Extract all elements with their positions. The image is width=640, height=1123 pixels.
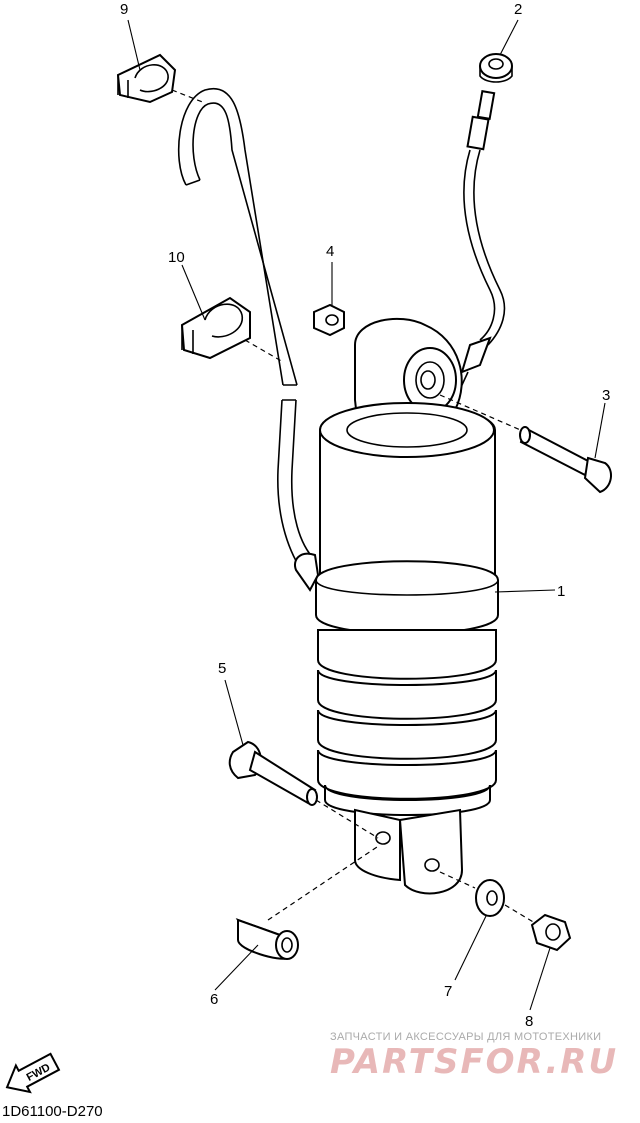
hose-clamp-9 bbox=[116, 53, 177, 104]
callout-9: 9 bbox=[120, 1, 128, 18]
callout-3: 3 bbox=[602, 387, 610, 404]
watermark-logo: PARTSFOR.RU bbox=[330, 1042, 619, 1082]
collar-6 bbox=[235, 844, 381, 960]
callout-4: 4 bbox=[326, 243, 334, 260]
bolt-3 bbox=[439, 394, 612, 494]
callout-2: 2 bbox=[514, 1, 522, 18]
leader-10-dash bbox=[244, 339, 284, 363]
leader-lines bbox=[127, 19, 606, 1011]
nut-2 bbox=[479, 53, 513, 83]
bolt-5 bbox=[228, 740, 379, 839]
adjuster-cable bbox=[454, 89, 506, 401]
drawing-code: 1D61100-D270 bbox=[2, 1103, 103, 1120]
watermark-subtitle: ЗАПЧАСТИ И АКСЕССУАРЫ ДЛЯ МОТОТЕХНИКИ bbox=[330, 1031, 602, 1043]
breather-hose bbox=[177, 87, 316, 576]
shock-absorber-1 bbox=[294, 317, 499, 895]
callout-6: 6 bbox=[210, 991, 218, 1008]
callout-7: 7 bbox=[444, 983, 452, 1000]
callout-1: 1 bbox=[557, 583, 565, 600]
leader-9-dash bbox=[171, 89, 206, 104]
callout-10: 10 bbox=[168, 249, 185, 266]
washer-7 bbox=[439, 871, 536, 924]
nut-8 bbox=[530, 913, 572, 952]
nut-4 bbox=[313, 303, 345, 337]
callout-8: 8 bbox=[525, 1013, 533, 1030]
hose-clamp-10 bbox=[180, 296, 251, 360]
fwd-arrow-icon: FWD bbox=[5, 1052, 61, 1094]
callout-5: 5 bbox=[218, 660, 226, 677]
